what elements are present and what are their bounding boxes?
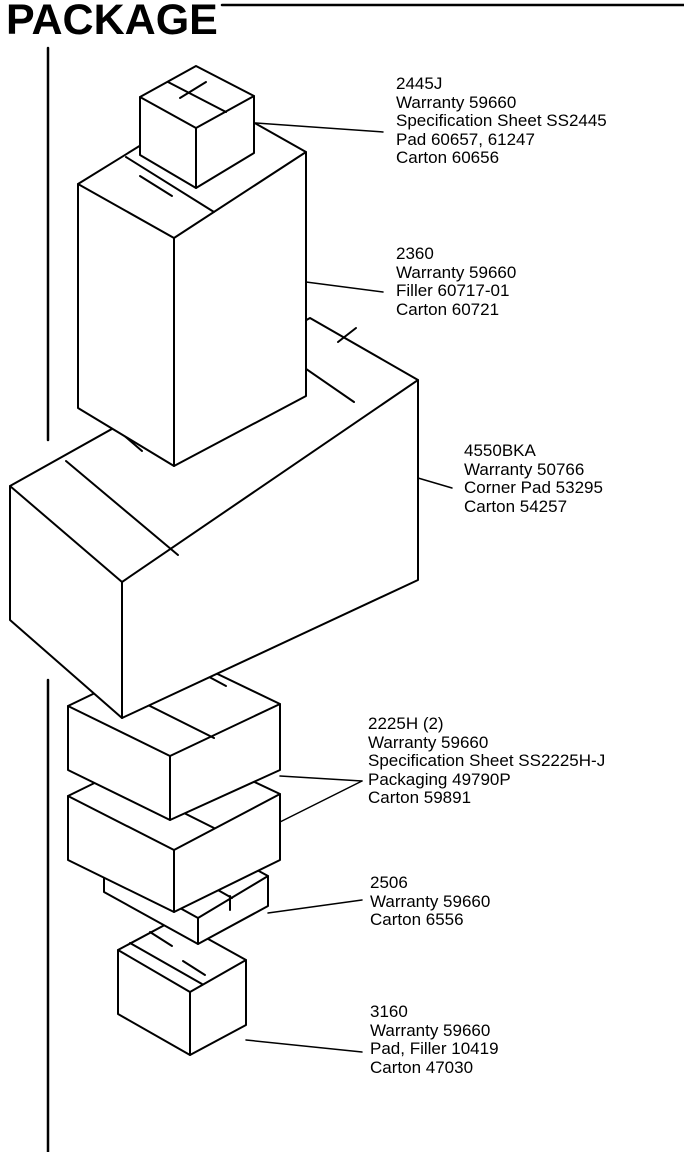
carton-3160 bbox=[117, 919, 247, 1056]
callout-line: Carton 59891 bbox=[368, 788, 472, 807]
carton-4550bka bbox=[9, 317, 419, 719]
callout-line: Warranty 59660 bbox=[370, 1020, 491, 1040]
callout-2225h: 2225H (2) Warranty 59660 Specification S… bbox=[368, 714, 606, 808]
callout-line: Filler 60717-01 bbox=[396, 281, 510, 300]
callout-line: Carton 47030 bbox=[370, 1057, 474, 1077]
callout-line: Warranty 59660 bbox=[396, 262, 517, 282]
callout-model: 2445J bbox=[396, 74, 443, 93]
callout-line: Pad 60657, 61247 bbox=[396, 129, 535, 149]
callout-model: 2360 bbox=[396, 244, 434, 263]
callout-model: 2225H (2) bbox=[368, 714, 444, 733]
callout-model: 4550BKA bbox=[464, 441, 536, 460]
callout-line: Warranty 59660 bbox=[370, 891, 491, 911]
callout-2360: 2360 Warranty 59660 Filler 60717-01 Cart… bbox=[396, 244, 517, 319]
callout-line: Specification Sheet SS2225H-J bbox=[368, 751, 606, 770]
page-title: PACKAGE bbox=[6, 0, 218, 44]
callout-line: Warranty 59660 bbox=[368, 732, 489, 752]
leader-lines bbox=[245, 122, 453, 1053]
callout-line: Corner Pad 53295 bbox=[464, 478, 603, 497]
callout-line: Carton 6556 bbox=[370, 910, 464, 929]
callout-3160: 3160 Warranty 59660 Pad, Filler 10419 Ca… bbox=[370, 1002, 499, 1077]
callout-line: Pad, Filler 10419 bbox=[370, 1039, 499, 1058]
frame-lines bbox=[46, 3, 684, 1152]
callout-2506: 2506 Warranty 59660 Carton 6556 bbox=[370, 873, 491, 930]
callout-model: 2506 bbox=[370, 873, 408, 892]
callout-model: 3160 bbox=[370, 1002, 408, 1021]
callout-line: Carton 60656 bbox=[396, 148, 500, 167]
carton-2445j bbox=[139, 65, 255, 189]
callout-line: Warranty 50766 bbox=[464, 459, 585, 479]
callout-4550bka: 4550BKA Warranty 50766 Corner Pad 53295 … bbox=[464, 441, 603, 516]
callout-line: Carton 60721 bbox=[396, 299, 500, 319]
callout-line: Packaging 49790P bbox=[368, 769, 511, 789]
callout-2445j: 2445J Warranty 59660 Specification Sheet… bbox=[396, 74, 607, 168]
callout-line: Carton 54257 bbox=[464, 496, 568, 516]
callout-line: Warranty 59660 bbox=[396, 92, 517, 112]
callout-line: Specification Sheet SS2445 bbox=[396, 111, 607, 130]
